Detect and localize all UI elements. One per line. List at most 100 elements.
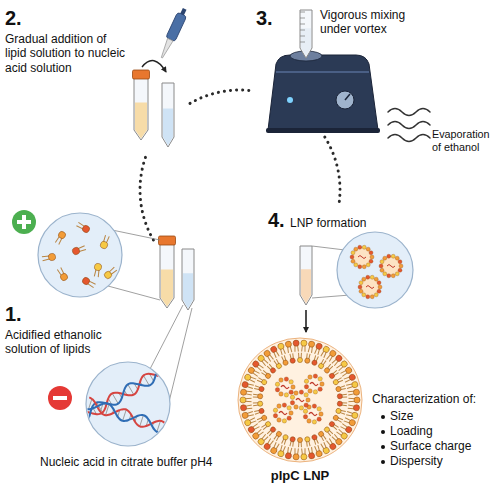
lipid-molecule	[240, 404, 252, 412]
lipid-molecule	[76, 221, 91, 234]
lipid-molecule	[311, 355, 319, 366]
lipid-molecule	[273, 430, 282, 441]
lipid-head	[240, 397, 246, 403]
lipid-head	[322, 447, 330, 455]
lipid-molecule	[241, 410, 254, 419]
lipid-head	[290, 358, 296, 364]
lipid-head	[348, 419, 356, 427]
lipid-head	[335, 354, 344, 363]
tube-graduation	[300, 18, 305, 19]
lipid-molecule	[304, 436, 311, 447]
label-slot: Size	[390, 409, 495, 423]
mini-lnp-head	[370, 275, 374, 279]
base-pair	[157, 421, 161, 432]
mini-lnp-head	[399, 264, 403, 268]
lnp-figure	[238, 338, 362, 462]
lipid-molecule	[318, 359, 327, 370]
lipid-head	[345, 425, 353, 433]
lipid-head	[308, 452, 315, 459]
lipid-head	[81, 224, 91, 234]
lipid-head	[257, 394, 263, 400]
lipid-head	[277, 450, 285, 458]
lipid-head	[340, 432, 349, 441]
tube-liquid	[301, 28, 311, 56]
step-description: Acidified ethanolic solution of lipids	[5, 328, 123, 357]
lipid-head	[275, 362, 282, 369]
lipid-molecule	[332, 377, 343, 386]
mini-lnp-head	[377, 289, 381, 293]
tube-body	[300, 246, 312, 305]
lipid-tube	[133, 70, 150, 140]
micelle-head	[304, 379, 308, 383]
micelle-head	[277, 418, 281, 422]
micelle-head	[306, 398, 310, 402]
tube-graduation	[300, 12, 305, 13]
lipid-head	[264, 372, 271, 379]
knob-mark	[345, 94, 350, 100]
lipid-cluster	[42, 221, 118, 289]
lipid-head	[247, 366, 255, 374]
lipid-head	[257, 354, 266, 363]
step-description: Gradual addition of lipid solution to nu…	[5, 32, 127, 75]
lipid-head	[329, 442, 337, 450]
pipette-tip	[159, 38, 173, 59]
mini-lnp-head	[366, 263, 370, 267]
encapsulated-rna	[281, 386, 289, 389]
micelle-head	[320, 382, 324, 386]
list-bullet	[381, 445, 385, 449]
lipid-molecule	[273, 359, 282, 370]
lipid-molecule	[240, 389, 252, 397]
label-slot: LNP formation	[290, 216, 385, 230]
lipid-head	[103, 270, 113, 280]
lipid-molecule	[300, 340, 307, 352]
tube-cap	[159, 236, 176, 245]
step-number: 1.	[5, 302, 45, 326]
label-slot: Evaporation of ethanol	[432, 128, 500, 154]
nucleic-tube	[182, 249, 194, 310]
lipid-molecule	[323, 363, 333, 374]
zoom-line	[312, 295, 350, 298]
vapour-wave	[388, 122, 430, 129]
lipid-head	[335, 408, 341, 414]
lipid-head	[261, 414, 268, 421]
base-pair	[128, 384, 134, 394]
micelle-head	[308, 375, 312, 379]
list-item: Surface charge	[390, 439, 495, 453]
transfer-arrow	[142, 61, 166, 72]
lipid-molecule	[281, 434, 289, 445]
lipid-zoom-circle	[38, 213, 122, 297]
lipid-molecule	[335, 385, 346, 393]
lipid-head	[315, 450, 323, 458]
zoom-line	[312, 246, 345, 250]
micelle-head	[291, 385, 295, 389]
lipid-head	[293, 340, 299, 346]
mini-lnp-rna	[387, 265, 395, 268]
label-slot: Gradual addition of lipid solution to nu…	[5, 32, 127, 75]
step-number: 2.	[5, 6, 45, 30]
micelle-head	[282, 419, 286, 423]
lipid-molecule	[54, 230, 67, 245]
mini-lnp-head	[362, 265, 366, 269]
lipid-molecule	[266, 363, 276, 374]
lipid-head	[335, 437, 344, 446]
tube-liquid	[183, 273, 193, 308]
mini-lnp-head	[383, 256, 387, 260]
mini-lnp-head	[391, 274, 395, 278]
label-slot: Nucleic acid in citrate buffer pH4	[40, 455, 255, 469]
lipid-head	[290, 436, 296, 442]
mini-lnp-core	[360, 277, 380, 297]
lipid-molecule	[348, 404, 360, 412]
mini-lnp-head	[366, 247, 370, 251]
micelle-head	[273, 414, 277, 418]
lipid-molecule	[93, 263, 102, 277]
lipid-head	[240, 404, 247, 411]
mini-lnp-head	[370, 295, 374, 299]
particle-name: pIpC LNP	[250, 468, 350, 484]
micelle-head	[290, 395, 294, 399]
tube-graduation	[300, 24, 305, 25]
lipid-head	[252, 360, 261, 369]
lipid-molecule	[285, 341, 293, 354]
lipid-head	[241, 381, 248, 388]
vapour-wave	[388, 109, 430, 116]
lipid-head	[318, 362, 325, 369]
